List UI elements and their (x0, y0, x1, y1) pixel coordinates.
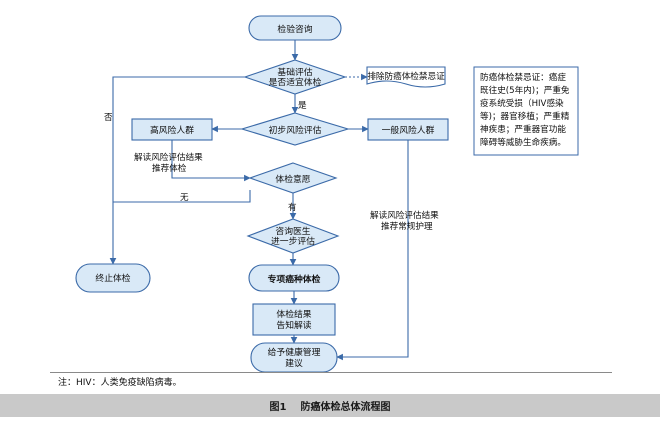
svg-text:神疾患；严重器官功能: 神疾患；严重器官功能 (480, 123, 566, 135)
svg-text:给予健康管理: 给予健康管理 (268, 346, 321, 358)
consult-decision-node: 咨询医生 进一步评估 (246, 218, 340, 254)
svg-text:初步风险评估: 初步风险评估 (269, 124, 322, 136)
footnote: 注：HIV：人类免疫缺陷病毒。 (58, 378, 182, 388)
label-general-interp-2: 推荐常规护理 (381, 220, 433, 232)
svg-text:疫系统受损（HIV感染: 疫系统受损（HIV感染 (480, 97, 564, 109)
label-none: 无 (180, 192, 189, 203)
edge-general-health (336, 140, 409, 361)
svg-text:障碍等威胁生命疾病。: 障碍等威胁生命疾病。 (480, 136, 566, 148)
svg-text:排除防癌体检禁忌证: 排除防癌体检禁忌证 (367, 70, 445, 82)
label-yes: 是 (298, 100, 307, 111)
health-mgmt-node: 给予健康管理 建议 (250, 342, 338, 373)
figure-caption: 图1 防癌体检总体流程图 (0, 394, 660, 417)
label-no: 否 (104, 112, 113, 123)
label-general-interp-1: 解读风险评估结果 (370, 209, 439, 221)
edge-high-willingness (171, 140, 251, 182)
result-node: 体检结果 告知解读 (252, 303, 336, 336)
svg-text:既往史(5年内)；严重免: 既往史(5年内)；严重免 (480, 84, 570, 96)
svg-text:进一步评估: 进一步评估 (271, 235, 315, 247)
svg-text:一般风险人群: 一般风险人群 (382, 124, 435, 136)
svg-text:防癌体检禁忌证：癌症: 防癌体检禁忌证：癌症 (480, 71, 566, 83)
svg-text:咨询医生: 咨询医生 (275, 225, 310, 237)
edge-willingness-none (113, 190, 251, 203)
start-node: 检验咨询 (248, 15, 342, 41)
figure-number: 图1 (269, 402, 287, 413)
cancer-exam-node: 专项癌种体检 (248, 264, 340, 292)
figure-title: 防癌体检总体流程图 (300, 402, 391, 413)
footnote-divider (50, 372, 612, 373)
svg-text:告知解读: 告知解读 (276, 319, 311, 331)
initial-risk-decision-node: 初步风险评估 (240, 112, 350, 146)
svg-text:体检意愿: 体检意愿 (275, 173, 310, 185)
label-high-interp-1: 解读风险评估结果 (134, 151, 203, 163)
label-high-interp-2: 推荐体检 (152, 162, 187, 174)
svg-text:体检结果: 体检结果 (276, 308, 311, 320)
exclude-contraindication-box: 排除防癌体检禁忌证 (366, 66, 446, 88)
contraindication-note: 防癌体检禁忌证：癌症 既往史(5年内)；严重免 疫系统受损（HIV感染 等)；器… (473, 66, 579, 156)
label-have: 有 (288, 201, 297, 213)
svg-text:终止体检: 终止体检 (95, 272, 130, 284)
svg-text:建议: 建议 (285, 357, 303, 369)
willingness-decision-node: 体检意愿 (248, 162, 338, 194)
svg-text:高风险人群: 高风险人群 (150, 124, 194, 136)
assess-decision-node: 基础评估 是否适宜体检 (243, 59, 347, 95)
svg-text:等)；器官移植；严重精: 等)；器官移植；严重精 (480, 110, 570, 122)
svg-text:基础评估: 基础评估 (277, 66, 312, 78)
terminate-node: 终止体检 (75, 263, 151, 293)
high-risk-node: 高风险人群 (131, 118, 213, 141)
general-risk-node: 一般风险人群 (367, 118, 449, 141)
svg-text:检验咨询: 检验咨询 (277, 23, 312, 35)
svg-text:专项癌种体检: 专项癌种体检 (268, 273, 321, 285)
svg-text:是否适宜体检: 是否适宜体检 (269, 76, 322, 88)
